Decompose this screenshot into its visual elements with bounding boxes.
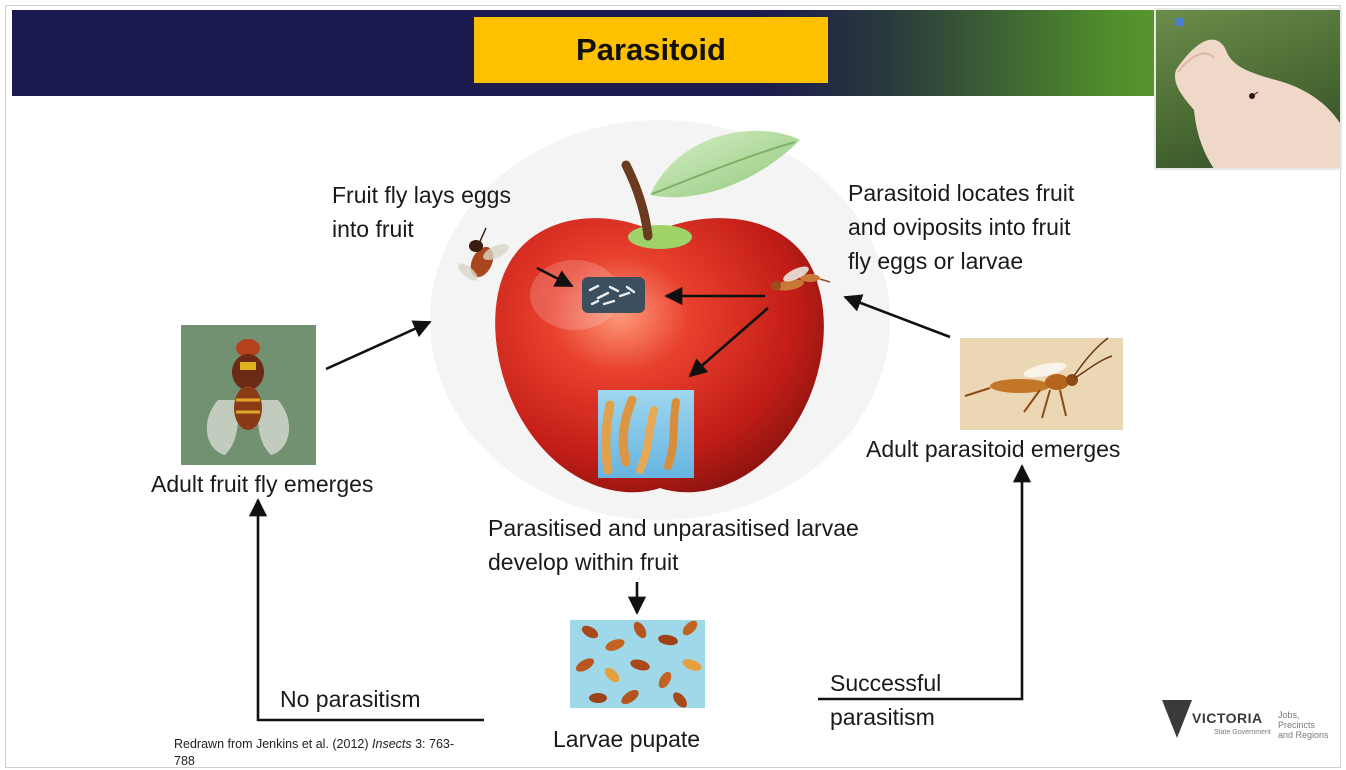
label-line: Fruit fly lays eggs xyxy=(332,178,511,212)
label-line: into fruit xyxy=(332,212,511,246)
label-fruit-fly-lays-eggs: Fruit fly lays eggs into fruit xyxy=(332,178,511,246)
label-adult-parasitoid-emerges: Adult parasitoid emerges xyxy=(866,432,1120,466)
label-larvae-pupate: Larvae pupate xyxy=(553,722,700,756)
label-line: Parasitised and unparasitised larvae xyxy=(488,511,859,545)
citation: Redrawn from Jenkins et al. (2012) Insec… xyxy=(174,736,454,770)
arrow-successful-parasitism xyxy=(818,466,1022,699)
citation-line-1: Redrawn from Jenkins et al. (2012) Insec… xyxy=(174,736,454,753)
victoria-logo-sub: State Government xyxy=(1214,728,1271,738)
label-line: Parasitoid locates fruit xyxy=(848,176,1074,210)
larvae-cutout xyxy=(598,390,694,478)
dept-line: Jobs, xyxy=(1278,710,1329,720)
label-line: develop within fruit xyxy=(488,545,859,579)
label-line: Successful xyxy=(830,666,941,700)
dept-line: Precincts xyxy=(1278,720,1329,730)
apple-top-hollow xyxy=(628,225,692,249)
label-line: parasitism xyxy=(830,700,941,734)
citation-suffix: 3: 763- xyxy=(412,737,454,751)
victoria-logo-mark xyxy=(1162,700,1192,738)
label-parasitoid-locates: Parasitoid locates fruit and oviposits i… xyxy=(848,176,1074,278)
arrow-fly-to-apple xyxy=(326,322,430,369)
label-no-parasitism: No parasitism xyxy=(280,682,421,716)
adult-parasitoid-photo xyxy=(960,338,1123,430)
label-successful-parasitism: Successful parasitism xyxy=(830,666,941,734)
label-larvae-develop: Parasitised and unparasitised larvae dev… xyxy=(488,511,859,579)
dept-logo: Jobs, Precincts and Regions xyxy=(1278,710,1329,740)
citation-line-2: 788 xyxy=(174,753,454,770)
citation-prefix: Redrawn from Jenkins et al. (2012) xyxy=(174,737,372,751)
dept-line: and Regions xyxy=(1278,730,1329,740)
pupae-photo xyxy=(570,618,705,710)
label-adult-fruit-fly-emerges: Adult fruit fly emerges xyxy=(151,467,373,501)
label-line: and oviposits into fruit xyxy=(848,210,1074,244)
citation-journal: Insects xyxy=(372,737,412,751)
egg-cutout xyxy=(582,277,645,313)
adult-fruit-fly-photo xyxy=(181,325,316,465)
label-line: fly eggs or larvae xyxy=(848,244,1074,278)
victoria-logo-text: VICTORIA xyxy=(1192,710,1263,726)
